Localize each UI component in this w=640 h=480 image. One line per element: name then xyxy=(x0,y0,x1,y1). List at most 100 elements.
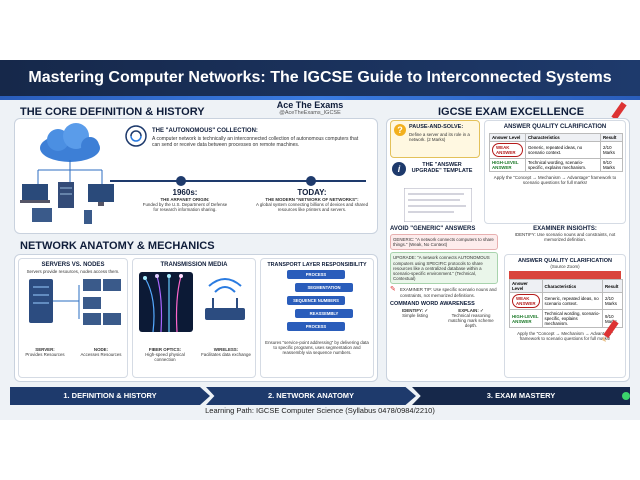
weak-result: 2/10 Marks xyxy=(602,292,623,311)
collection-block: THE "AUTONOMOUS" COLLECTION: A computer … xyxy=(152,128,362,148)
col-characteristics: Characteristics xyxy=(525,133,601,142)
servers-card: SERVERS VS. NODES Servers provide resour… xyxy=(18,258,128,378)
nav-step-anatomy[interactable]: 2. NETWORK ANATOMY xyxy=(206,387,416,405)
high-answer-label: HIGH-LEVEL ANSWER xyxy=(512,313,539,324)
learning-path-nav: 1. DEFINITION & HISTORY 2. NETWORK ANATO… xyxy=(10,387,630,405)
pause-card: ? PAUSE-AND-SOLVE: Define a server and i… xyxy=(390,120,480,158)
apply-text-top: Apply the "Concept → Mechanism → Advanta… xyxy=(493,175,617,186)
table-row: HIGH-LEVEL ANSWER Technical wording, sce… xyxy=(489,158,623,172)
col-answer-level: Answer Level xyxy=(509,279,543,294)
monitor-icon xyxy=(88,184,114,206)
phone-icon xyxy=(84,210,92,224)
today-title: TODAY: xyxy=(297,188,327,197)
anatomy-heading: NETWORK ANATOMY & MECHANICS xyxy=(20,240,215,252)
weak-chars: Generic, repeated ideas, no scenario con… xyxy=(525,141,601,159)
cycle-icon xyxy=(125,125,147,147)
node-label: NODE: xyxy=(93,347,109,352)
server-caption: SERVER: Provides Resources xyxy=(23,347,67,357)
nav-step-exam[interactable]: 3. EXAM MASTERY xyxy=(412,387,630,405)
quality-title-top: ANSWER QUALITY CLARIFICATION xyxy=(503,124,607,130)
wireless-label: WIRELESS: xyxy=(213,347,239,352)
insights-title: EXAMINER INSIGHTS: xyxy=(533,226,597,232)
node-caption-text: Accesses Resources xyxy=(80,352,122,358)
wireless-router-icon xyxy=(205,278,245,320)
brand-handle: @AceTheExams_IGCSE xyxy=(279,110,341,116)
table-header-row: Answer Level Characteristics Result xyxy=(489,133,623,142)
info-icon: i xyxy=(392,162,406,176)
pause-text: Define a server and its role in a networ… xyxy=(409,132,470,143)
avoid-title: AVOID "GENERIC" ANSWERS xyxy=(390,226,476,232)
insights-block: EXAMINER INSIGHTS: IDENTIFY: Use scenari… xyxy=(504,226,626,242)
y1960-block: 1960s: THE ARPANET ORIGIN: Funded by the… xyxy=(140,188,230,213)
high-answer-label: HIGH-LEVEL ANSWER xyxy=(492,160,519,170)
fiber-text: High-speed physical connection xyxy=(145,352,185,363)
template-block: i THE "ANSWER UPGRADE" TEMPLATE xyxy=(390,160,480,224)
cloud-devices-illustration xyxy=(20,123,114,224)
y1960-text: Funded by the U.S. Department of Defense… xyxy=(142,202,228,213)
servers-text: Servers provide resources, nodes access … xyxy=(26,269,120,274)
progress-dot xyxy=(622,392,630,400)
transport-title: TRANSPORT LAYER RESPONSIBILITY xyxy=(267,262,367,268)
timeline-dot-today xyxy=(306,176,316,186)
transport-text: Ensures "service-point addressing" by de… xyxy=(265,340,369,356)
col-characteristics: Characteristics xyxy=(541,279,603,294)
server-node-diagram xyxy=(29,279,121,326)
tablet-icon xyxy=(32,208,52,222)
insights-text: IDENTIFY: Use scenario nouns and constra… xyxy=(514,232,616,243)
question-icon: ? xyxy=(394,124,406,136)
server-tower-icon xyxy=(29,279,53,324)
node-computer-icon xyxy=(83,279,121,326)
page-title: Mastering Computer Networks: The IGCSE G… xyxy=(0,60,640,96)
zoom-red-bar xyxy=(509,271,621,280)
upgrade-example: UPGRADE: "A network connects AUTONOMOUS … xyxy=(390,252,498,285)
weak-answer-label: WEAK ANSWER xyxy=(492,143,523,157)
media-card: TRANSMISSION MEDIA FIBER OPTICS: High-sp… xyxy=(132,258,256,378)
high-chars: Technical wording, scenario-specific, ex… xyxy=(541,309,603,329)
transport-card: TRANSPORT LAYER RESPONSIBILITY PROCESS SE… xyxy=(260,258,374,378)
nav-step-definition[interactable]: 1. DEFINITION & HISTORY xyxy=(10,387,210,405)
table-header-row: Answer Level Characteristics Result xyxy=(509,279,623,294)
flow-step: SEGMENTATION xyxy=(295,283,353,292)
generic-example: GENERIC: "A network connects computers t… xyxy=(390,234,498,251)
flow-step: REASSEMBLY xyxy=(295,309,353,318)
quality-card-top: ANSWER QUALITY CLARIFICATION Answer Leve… xyxy=(484,120,626,224)
fiber-label: FIBER OPTICS: xyxy=(148,347,182,352)
apply-text-zoom: Apply the "Concept → Mechanism → Advanta… xyxy=(517,331,613,342)
footer-text: Learning Path: IGCSE Computer Science (S… xyxy=(205,406,435,415)
quality-card-zoom: ANSWER QUALITY CLARIFICATION (Source Zoo… xyxy=(504,254,626,378)
brand-name: Ace The Exams xyxy=(276,100,344,110)
wireless-text: Facilitates data exchange xyxy=(201,352,251,358)
avoid-block: AVOID "GENERIC" ANSWERS GENERIC: "A netw… xyxy=(390,226,498,380)
server-label: SERVER: xyxy=(35,347,55,352)
flow-step: SEQUENCE NUMBERS xyxy=(287,296,345,305)
media-illustration xyxy=(139,272,245,333)
command-title: COMMAND WORD AWARENESS xyxy=(390,300,475,307)
high-chars: Technical wording, scenario-specific, ex… xyxy=(525,158,601,172)
media-title: TRANSMISSION MEDIA xyxy=(160,262,228,268)
today-text: A global system connecting billions of d… xyxy=(255,202,369,213)
command-row: IDENTIFY: ✓ Simple listing EXPLAIN: ✓ Te… xyxy=(390,308,498,329)
flow-step: PROCESS xyxy=(287,322,345,331)
collection-title: THE "AUTONOMOUS" COLLECTION: xyxy=(152,128,258,134)
collection-text: A computer network is technically an int… xyxy=(152,136,359,148)
col-result: Result xyxy=(600,133,623,142)
brand-block: Ace The Exams @AceTheExams_IGCSE xyxy=(250,100,370,116)
laptop-icon xyxy=(20,184,50,203)
tip-text: EXAMINER TIP: Use specific scenario noun… xyxy=(400,287,497,298)
exam-heading: IGCSE EXAM EXCELLENCE xyxy=(438,106,585,118)
high-result: 9/10 Marks xyxy=(600,158,623,172)
today-block: TODAY: THE MODERN "NETWORK OF NETWORKS":… xyxy=(252,188,372,213)
table-row: WEAK ANSWER Generic, repeated ideas, no … xyxy=(509,292,623,311)
table-row: WEAK ANSWER Generic, repeated ideas, no … xyxy=(489,141,623,159)
timeline-dot-1960 xyxy=(176,176,186,186)
pencil-icon xyxy=(602,319,619,342)
col-answer-level: Answer Level xyxy=(489,133,526,142)
pen-icon: ✎ xyxy=(390,286,396,294)
identify-text: Simple listing xyxy=(402,313,428,319)
pause-title: PAUSE-AND-SOLVE: xyxy=(409,124,464,130)
quality-title-zoom: ANSWER QUALITY CLARIFICATION xyxy=(518,258,612,264)
fiber-caption: FIBER OPTICS: High-speed physical connec… xyxy=(135,347,195,363)
node-caption: NODE: Accesses Resources xyxy=(77,347,125,357)
server-icon xyxy=(58,182,74,208)
today-sub: THE MODERN "NETWORK OF NETWORKS": xyxy=(265,197,359,202)
